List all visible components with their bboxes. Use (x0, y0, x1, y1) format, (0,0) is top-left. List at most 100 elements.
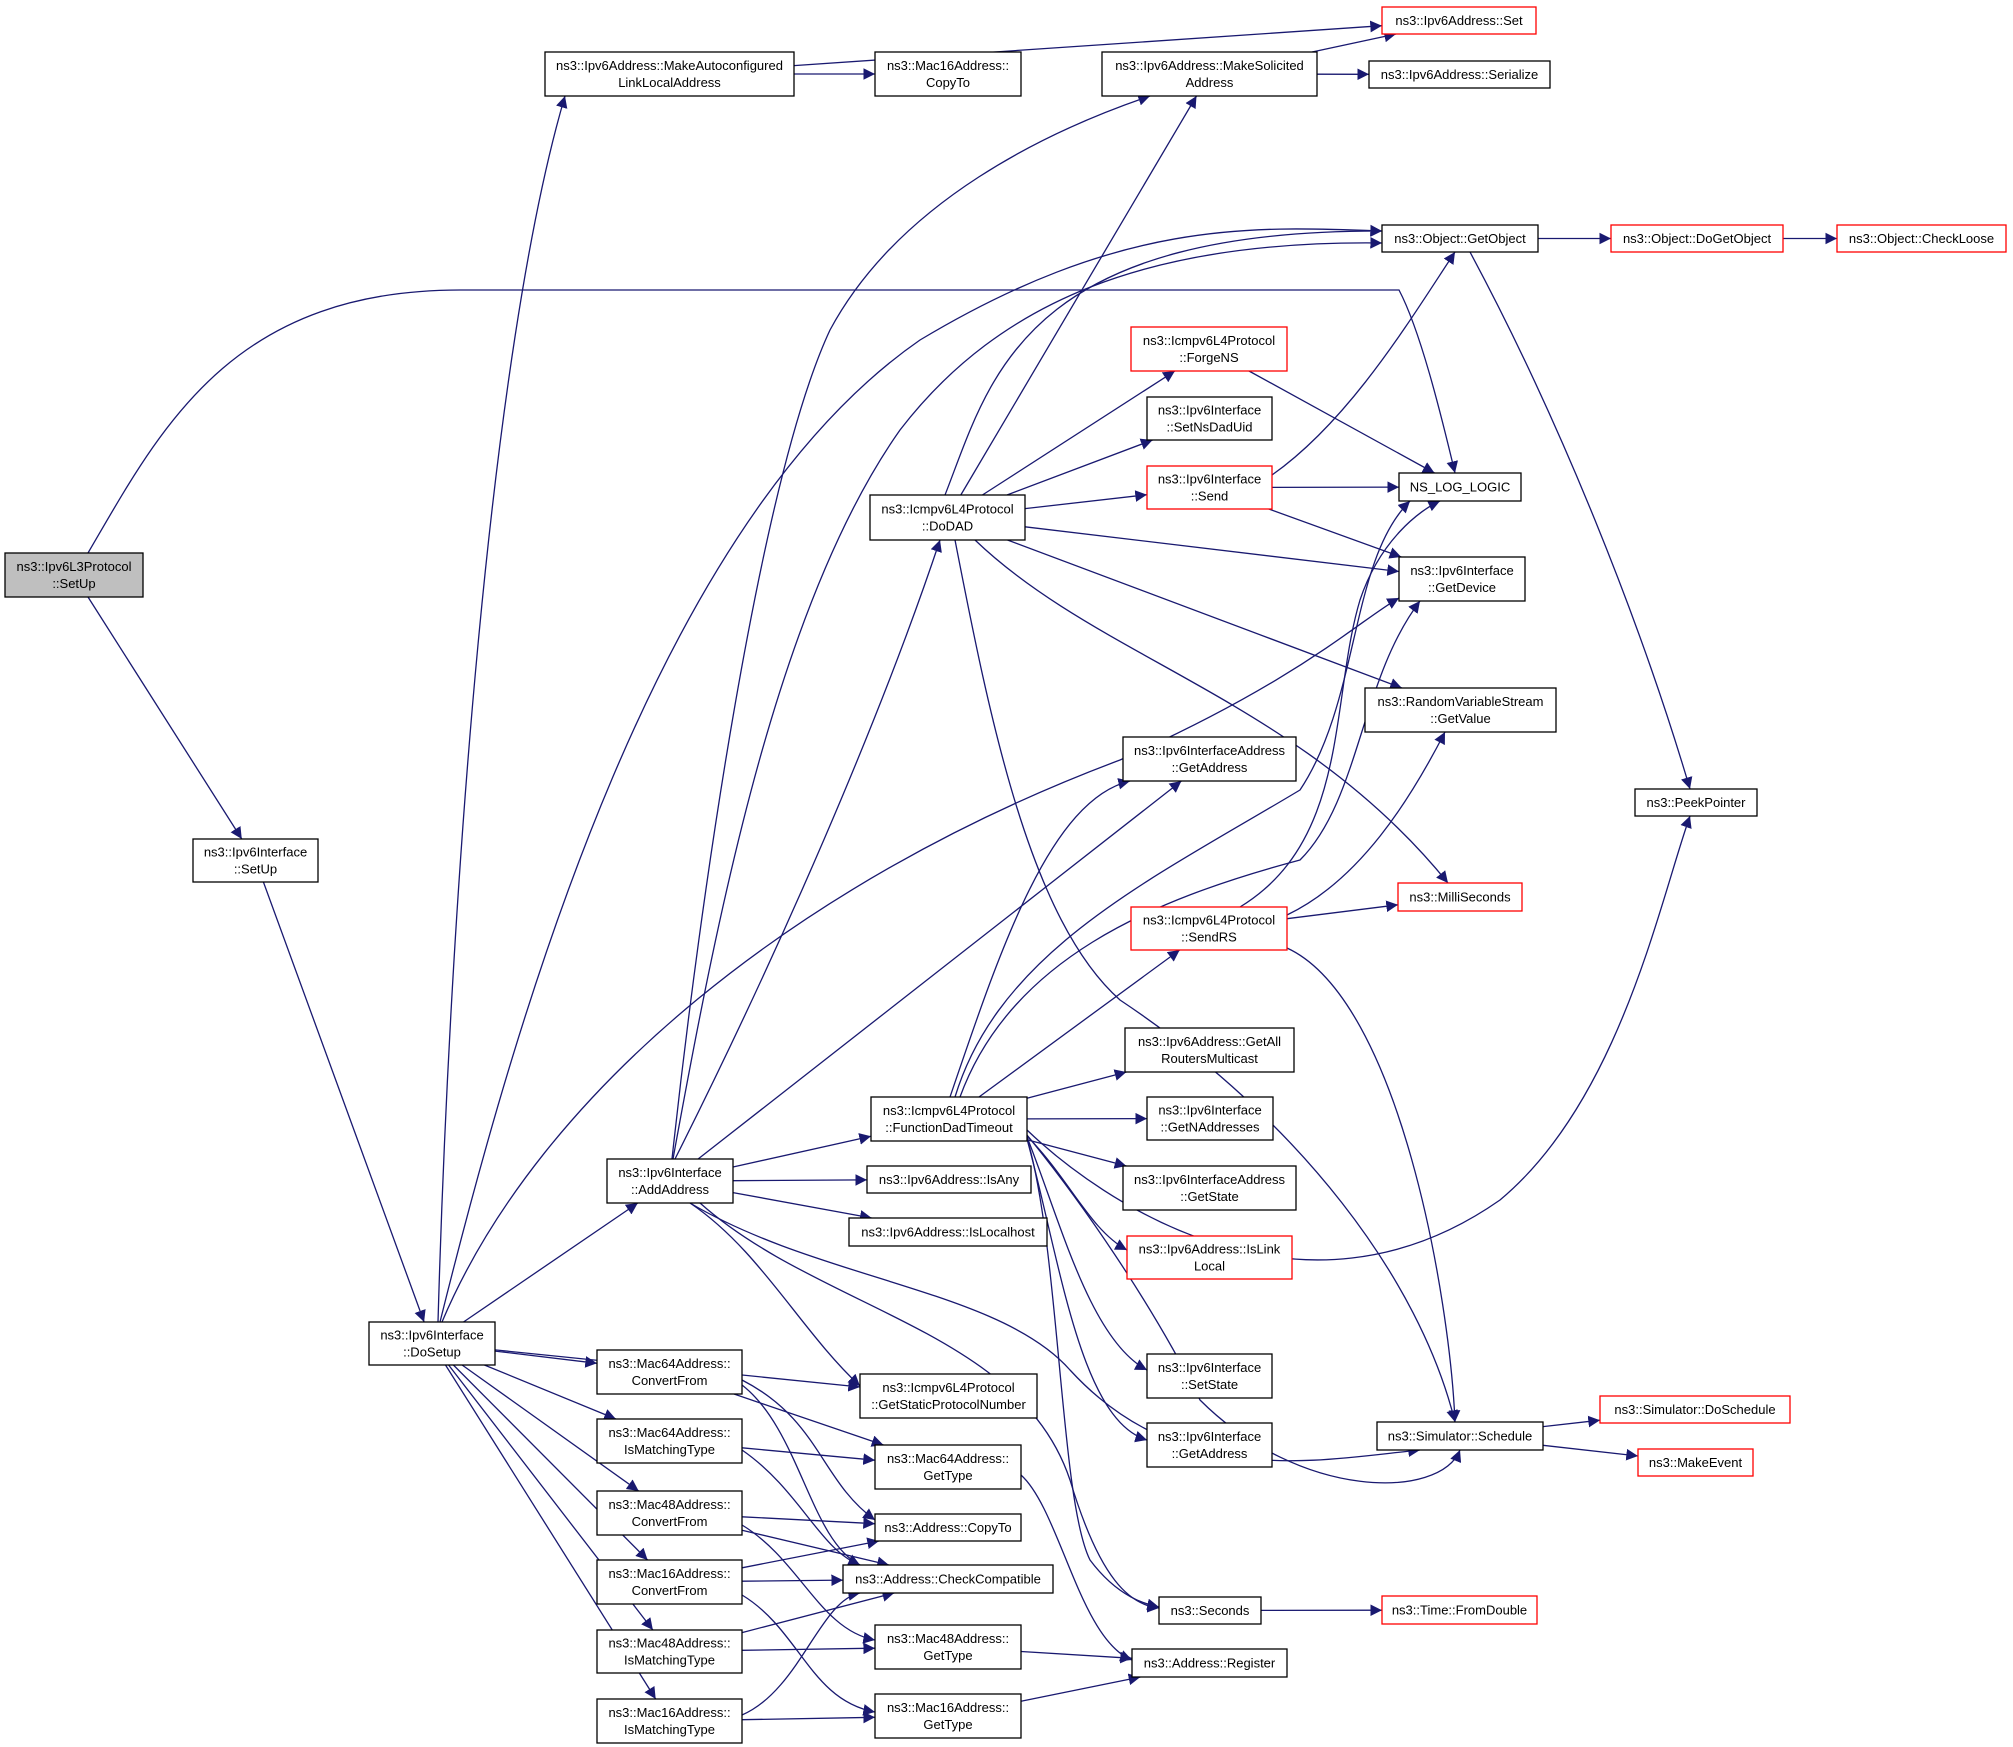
edge-mac16_ismatching-to-mac16_gettype (741, 1711, 876, 1724)
node-label-line: ns3::Ipv6Interface (1410, 563, 1513, 578)
node-addaddress[interactable]: ns3::Ipv6Interface::AddAddress (606, 1158, 734, 1204)
edge-dodad-to-obj_getobject (944, 225, 1383, 496)
node-getnaddresses[interactable]: ns3::Ipv6Interface::GetNAddresses (1146, 1096, 1274, 1141)
node-nslog[interactable]: NS_LOG_LOGIC (1398, 472, 1522, 502)
node-getstaticprotocol[interactable]: ns3::Icmpv6L4Protocol::GetStaticProtocol… (859, 1373, 1038, 1419)
node-make-autoconf[interactable]: ns3::Ipv6Address::MakeAutoconfiguredLink… (544, 51, 795, 97)
node-mac64-gettype[interactable]: ns3::Mac64Address::GetType (874, 1444, 1022, 1490)
node-label-line: ns3::Icmpv6L4Protocol (1143, 913, 1275, 928)
node-mac48-gettype[interactable]: ns3::Mac48Address::GetType (874, 1624, 1022, 1670)
node-label-line: ::GetValue (1430, 711, 1490, 726)
node-addr-checkcompatible[interactable]: ns3::Address::CheckCompatible (842, 1564, 1054, 1594)
node-label-line: ns3::Ipv6Interface (1158, 1429, 1261, 1444)
node-mac48-ismatching[interactable]: ns3::Mac48Address::IsMatchingType (596, 1629, 743, 1674)
node-box (1634, 788, 1758, 817)
node-box (4, 552, 144, 598)
node-box (596, 1698, 743, 1744)
node-milliseconds[interactable]: ns3::MilliSeconds (1397, 882, 1523, 912)
node-mac64-ismatching[interactable]: ns3::Mac64Address::IsMatchingType (596, 1418, 743, 1464)
node-mac64-convertfrom[interactable]: ns3::Mac64Address::ConvertFrom (596, 1349, 743, 1395)
node-label-line: ::GetDevice (1428, 580, 1496, 595)
edge-sendrs-to-rvs_getvalue (1286, 731, 1446, 916)
node-ipv6-serialize[interactable]: ns3::Ipv6Address::Serialize (1368, 60, 1551, 89)
node-ipv6-set[interactable]: ns3::Ipv6Address::Set (1381, 6, 1537, 35)
node-rvs-getvalue[interactable]: ns3::RandomVariableStream::GetValue (1364, 687, 1557, 733)
node-sim-schedule[interactable]: ns3::Simulator::Schedule (1376, 1421, 1544, 1451)
node-label-line: ns3::Mac16Address:: (608, 1705, 730, 1720)
edge-if_dosetup-to-getdevice (441, 597, 1400, 1323)
node-label-line: ::SendRS (1181, 930, 1237, 945)
node-mac16-convertfrom[interactable]: ns3::Mac16Address::ConvertFrom (596, 1559, 743, 1605)
node-setnsdaduid[interactable]: ns3::Ipv6Interface::SetNsDadUid (1146, 396, 1273, 441)
node-obj-dogetobject[interactable]: ns3::Object::DoGetObject (1610, 224, 1784, 253)
node-if-send[interactable]: ns3::Ipv6Interface::Send (1146, 465, 1273, 510)
node-box (1101, 51, 1318, 97)
edge-mac16_ismatching-to-addr_checkcompatible (741, 1589, 861, 1716)
node-box (1146, 1353, 1273, 1399)
node-obj-getobject[interactable]: ns3::Object::GetObject (1381, 224, 1539, 253)
node-makeevent[interactable]: ns3::MakeEvent (1637, 1448, 1754, 1477)
edge-setup_l3-to-nslog (87, 289, 1458, 554)
node-box (1146, 396, 1273, 441)
node-label-line: ns3::Icmpv6L4Protocol (881, 502, 1013, 517)
edge-addaddress-to-isany (732, 1174, 868, 1186)
node-if-dosetup[interactable]: ns3::Ipv6Interface::DoSetup (368, 1321, 496, 1366)
edge-addaddress-to-seconds (699, 1202, 1160, 1613)
node-addr-register[interactable]: ns3::Address::Register (1131, 1648, 1288, 1678)
edge-funcdadtimeout-to-ifaddr_getaddress (949, 778, 1131, 1098)
node-addr-copyto[interactable]: ns3::Address::CopyTo (874, 1513, 1022, 1542)
edge-sendrs-to-milliseconds (1286, 900, 1399, 920)
edge-if_dosetup-to-obj_getobject (439, 224, 1383, 1323)
edge-mac16_convertfrom-to-addr_copyto (741, 1537, 880, 1569)
node-label-line: ::SetNsDadUid (1167, 420, 1253, 435)
edge-addaddress-to-obj_getobject (672, 237, 1383, 1160)
node-label-line: ns3::Ipv6Address::GetAll (1138, 1034, 1281, 1049)
node-sendrs[interactable]: ns3::Icmpv6L4Protocol::SendRS (1130, 906, 1288, 951)
node-isany[interactable]: ns3::Ipv6Address::IsAny (866, 1165, 1032, 1194)
node-label-line: ns3::Mac48Address:: (608, 1497, 730, 1512)
node-ifaddr-getstate[interactable]: ns3::Ipv6InterfaceAddress::GetState (1122, 1165, 1297, 1211)
node-label-line: ::GetStaticProtocolNumber (871, 1397, 1026, 1412)
edge-if_dosetup-to-mac64_ismatching (484, 1364, 617, 1420)
nodes-layer: ns3::Ipv6L3Protocol::SetUpns3::Ipv6Inter… (4, 6, 2007, 1744)
edge-make_solicited-to-ipv6_set (1311, 30, 1397, 53)
node-mac16-gettype[interactable]: ns3::Mac16Address::GetType (874, 1693, 1022, 1739)
node-time-fromdouble[interactable]: ns3::Time::FromDouble (1381, 1595, 1538, 1625)
node-box (1124, 1027, 1295, 1073)
node-label-line: ns3::Simulator::DoSchedule (1614, 1402, 1775, 1417)
node-funcdadtimeout[interactable]: ns3::Icmpv6L4Protocol::FunctionDadTimeou… (870, 1096, 1028, 1142)
node-label-line: ::DoDAD (922, 519, 973, 534)
node-label-line: Local (1194, 1259, 1225, 1274)
node-if-setup[interactable]: ns3::Ipv6Interface::SetUp (192, 838, 319, 883)
node-dodad[interactable]: ns3::Icmpv6L4Protocol::DoDAD (869, 494, 1026, 541)
node-mac48-convertfrom[interactable]: ns3::Mac48Address::ConvertFrom (596, 1490, 743, 1536)
edge-mac16_gettype-to-addr_register (1020, 1673, 1141, 1702)
node-box (874, 51, 1022, 97)
node-box (1381, 1595, 1538, 1625)
node-mac16-ismatching[interactable]: ns3::Mac16Address::IsMatchingType (596, 1698, 743, 1744)
edge-dodad-to-rvs_getvalue (1007, 539, 1403, 690)
node-forgens[interactable]: ns3::Icmpv6L4Protocol::ForgeNS (1130, 326, 1288, 372)
node-box (874, 1444, 1022, 1490)
node-setup-l3[interactable]: ns3::Ipv6L3Protocol::SetUp (4, 552, 144, 598)
edge-funcdadtimeout-to-if_getaddress (1026, 1138, 1148, 1443)
node-label-line: ns3::Ipv6Interface (380, 1328, 483, 1343)
edge-obj_getobject-to-peekpointer (1469, 251, 1693, 790)
node-getdevice[interactable]: ns3::Ipv6Interface::GetDevice (1398, 556, 1526, 602)
node-if-getaddress[interactable]: ns3::Ipv6Interface::GetAddress (1146, 1422, 1273, 1468)
node-obj-checkloose[interactable]: ns3::Object::CheckLoose (1836, 224, 2007, 253)
node-sim-doschedule[interactable]: ns3::Simulator::DoSchedule (1599, 1395, 1791, 1424)
node-peekpointer[interactable]: ns3::PeekPointer (1634, 788, 1758, 817)
node-box (368, 1321, 496, 1366)
node-islocalhost[interactable]: ns3::Ipv6Address::IsLocalhost (848, 1217, 1048, 1247)
node-mac16-copyto[interactable]: ns3::Mac16Address::CopyTo (874, 51, 1022, 97)
node-if-setstate[interactable]: ns3::Ipv6Interface::SetState (1146, 1353, 1273, 1399)
edge-if_send-to-getdevice (1268, 508, 1402, 559)
edge-mac64_convertfrom-to-mac64_gettype (733, 1393, 884, 1447)
node-seconds[interactable]: ns3::Seconds (1158, 1596, 1262, 1625)
node-label-line: ns3::Ipv6Interface (1158, 472, 1261, 487)
node-ifaddr-getaddress[interactable]: ns3::Ipv6InterfaceAddress::GetAddress (1122, 736, 1297, 782)
